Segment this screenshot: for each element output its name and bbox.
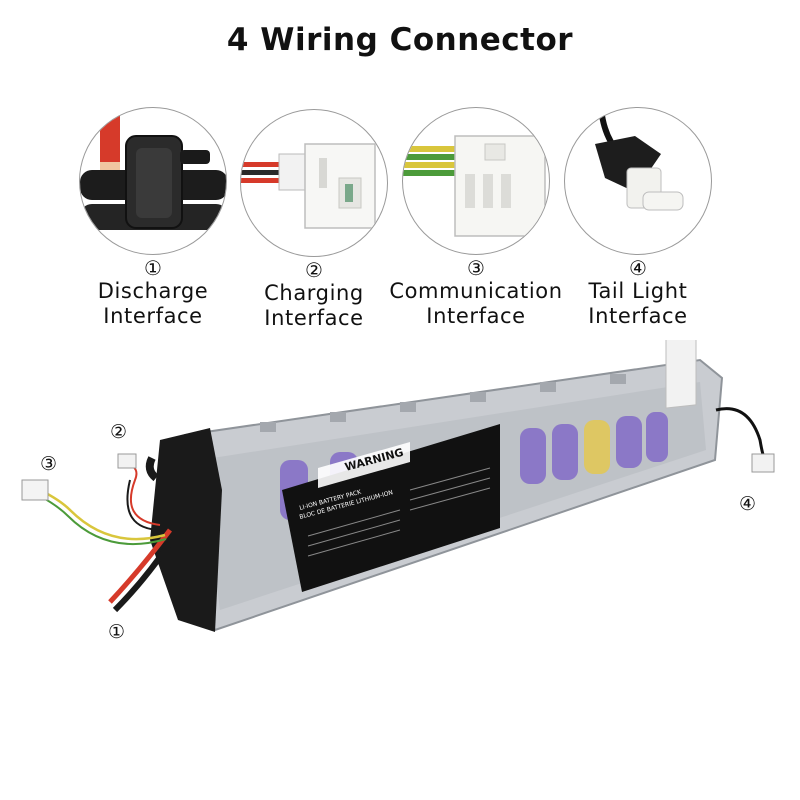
marker-charging: ② — [110, 421, 128, 443]
discharge-connector-icon — [80, 116, 226, 230]
battery-wires — [39, 463, 175, 613]
connector-number: ② — [305, 258, 323, 282]
communication-connector-icon — [403, 135, 546, 237]
connector-label: Charging Interface — [264, 281, 364, 330]
battery-pack-image: WARNING LI-ION BATTERY PACK BLOC DE BATT… — [21, 340, 775, 632]
connector-label: Communication Interface — [389, 279, 563, 328]
connector-discharge: ① Discharge Interface — [63, 107, 243, 329]
connector-number: ③ — [467, 256, 485, 280]
connector-charging: ② Charging Interface — [224, 109, 404, 331]
battery-label — [282, 424, 500, 592]
charging-plug — [117, 453, 137, 469]
tail-light-plug — [751, 453, 775, 473]
communication-connector-image — [402, 107, 550, 255]
tail-light-connector-image — [564, 107, 712, 255]
marker-tail-light: ④ — [739, 493, 757, 515]
marker-discharge: ① — [108, 621, 126, 643]
battery-end-cap — [150, 428, 222, 632]
connector-number: ④ — [629, 256, 647, 280]
marker-communication: ③ — [40, 453, 58, 475]
charging-connector-icon — [241, 143, 376, 229]
connector-label: Tail Light Interface — [588, 279, 688, 328]
connector-communication: ③ Communication Interface — [386, 107, 566, 329]
page-title: 4 Wiring Connector — [226, 22, 574, 58]
connector-tail-light: ④ Tail Light Interface — [548, 107, 728, 329]
tail-light-connector-icon — [595, 108, 684, 211]
charging-connector-image — [240, 109, 388, 257]
connector-label: Discharge Interface — [97, 279, 209, 328]
discharge-connector-image — [79, 107, 227, 255]
connector-number: ① — [144, 256, 162, 280]
communication-plug — [21, 479, 49, 501]
